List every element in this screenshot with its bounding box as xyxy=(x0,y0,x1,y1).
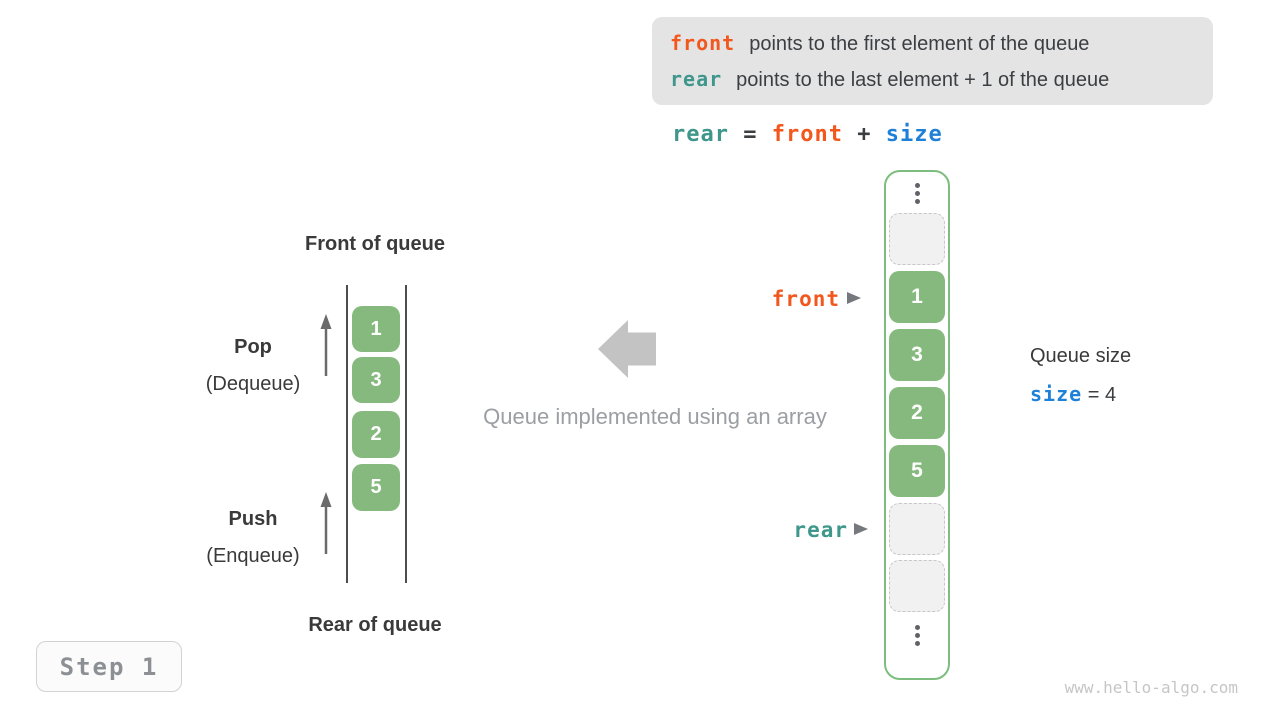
pop-label: Pop xyxy=(234,336,272,358)
size-keyword: size xyxy=(1030,382,1083,406)
front-pointer-arrow-icon xyxy=(847,292,861,304)
rear-pointer-arrow-icon xyxy=(854,523,868,535)
rear-description: points to the last element + 1 of the qu… xyxy=(736,68,1110,91)
front-description: points to the first element of the queue xyxy=(749,32,1090,55)
array-empty-cell xyxy=(889,560,945,612)
legend-line-rear: rear points to the last element + 1 of t… xyxy=(670,66,1213,93)
formula-front: front xyxy=(771,122,843,147)
formula-size: size xyxy=(885,122,943,147)
queue-cell: 1 xyxy=(352,306,400,352)
ellipsis-top-icon xyxy=(889,183,945,204)
enqueue-label: (Enqueue) xyxy=(206,545,300,567)
rear-pointer-label: rear xyxy=(793,518,848,542)
array-cell: 2 xyxy=(889,387,945,439)
legend-box: front points to the first element of the… xyxy=(652,17,1213,105)
array-cell: 5 xyxy=(889,445,945,497)
rear-keyword: rear xyxy=(670,66,723,91)
formula-rear: rear xyxy=(672,122,729,147)
push-arrow-up-icon xyxy=(320,492,332,554)
queue-wall-left xyxy=(346,285,348,583)
array-cell: 1 xyxy=(889,271,945,323)
push-label: Push xyxy=(228,508,278,530)
queue-wall-right xyxy=(405,285,407,583)
rear-of-queue-label: Rear of queue xyxy=(308,614,442,636)
legend-line-front: front points to the first element of the… xyxy=(670,30,1213,57)
array-empty-cell xyxy=(889,503,945,555)
size-number: 4 xyxy=(1104,384,1117,406)
front-pointer-label: front xyxy=(771,287,840,311)
watermark: www.hello-algo.com xyxy=(1064,678,1238,697)
center-caption: Queue implemented using an array xyxy=(483,404,827,429)
queue-cell: 5 xyxy=(352,464,400,511)
formula: rear = front + size xyxy=(672,122,943,148)
size-equals: = xyxy=(1087,384,1100,406)
queue-size-value: size = 4 xyxy=(1030,382,1116,407)
step-badge: Step 1 xyxy=(36,641,182,692)
formula-equals: = xyxy=(743,122,758,147)
array-cell: 3 xyxy=(889,329,945,381)
queue-cell: 3 xyxy=(352,357,400,403)
ellipsis-bottom-icon xyxy=(889,625,945,646)
dequeue-label: (Dequeue) xyxy=(205,373,301,395)
queue-cell: 2 xyxy=(352,411,400,458)
front-of-queue-label: Front of queue xyxy=(305,233,445,255)
pop-arrow-up-icon xyxy=(320,314,332,376)
array-empty-cell xyxy=(889,213,945,265)
queue-size-label: Queue size xyxy=(1030,345,1132,367)
formula-plus: + xyxy=(857,122,872,147)
front-keyword: front xyxy=(670,30,736,55)
left-block-arrow-icon xyxy=(598,320,656,378)
